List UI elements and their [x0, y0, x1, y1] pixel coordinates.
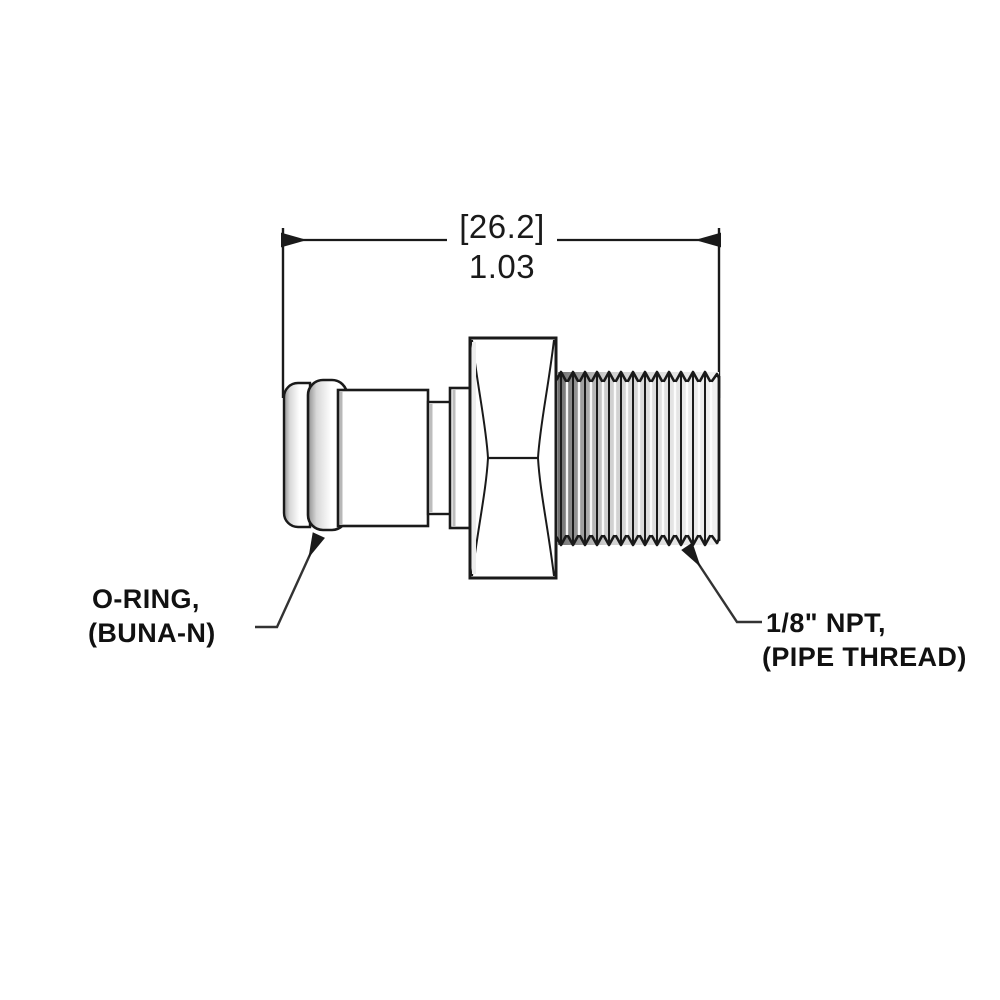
- part-geometry-group: [282, 336, 721, 580]
- rounded-nose-end: [282, 381, 312, 529]
- hex-chamfer-arc-top-right: [537, 339, 555, 459]
- npt-thread-lines: [560, 374, 706, 543]
- dimension-metric-value: [26.2]: [459, 208, 545, 245]
- callout-oring: O-RING, (BUNA-N): [88, 584, 216, 648]
- callout-leaders-group: [255, 532, 762, 629]
- leader-line-npt: [681, 542, 762, 624]
- callout-oring-line1: O-RING,: [92, 584, 200, 614]
- callout-npt-line1: 1/8" NPT,: [766, 608, 886, 638]
- npt-thread-crest-profile-top: [554, 370, 721, 383]
- dimension-group: [26.2] 1.03: [280, 208, 722, 398]
- dimension-imperial-value: 1.03: [469, 248, 535, 285]
- callout-npt-line2: (PIPE THREAD): [762, 642, 967, 672]
- npt-thread-highlight-lines: [565, 382, 713, 535]
- leader-line-oring: [255, 532, 325, 629]
- callout-npt: 1/8" NPT, (PIPE THREAD): [762, 608, 967, 672]
- callout-oring-line2: (BUNA-N): [88, 618, 216, 648]
- barrel-body: [336, 388, 430, 528]
- hex-chamfer-arc-bottom-right: [537, 457, 555, 577]
